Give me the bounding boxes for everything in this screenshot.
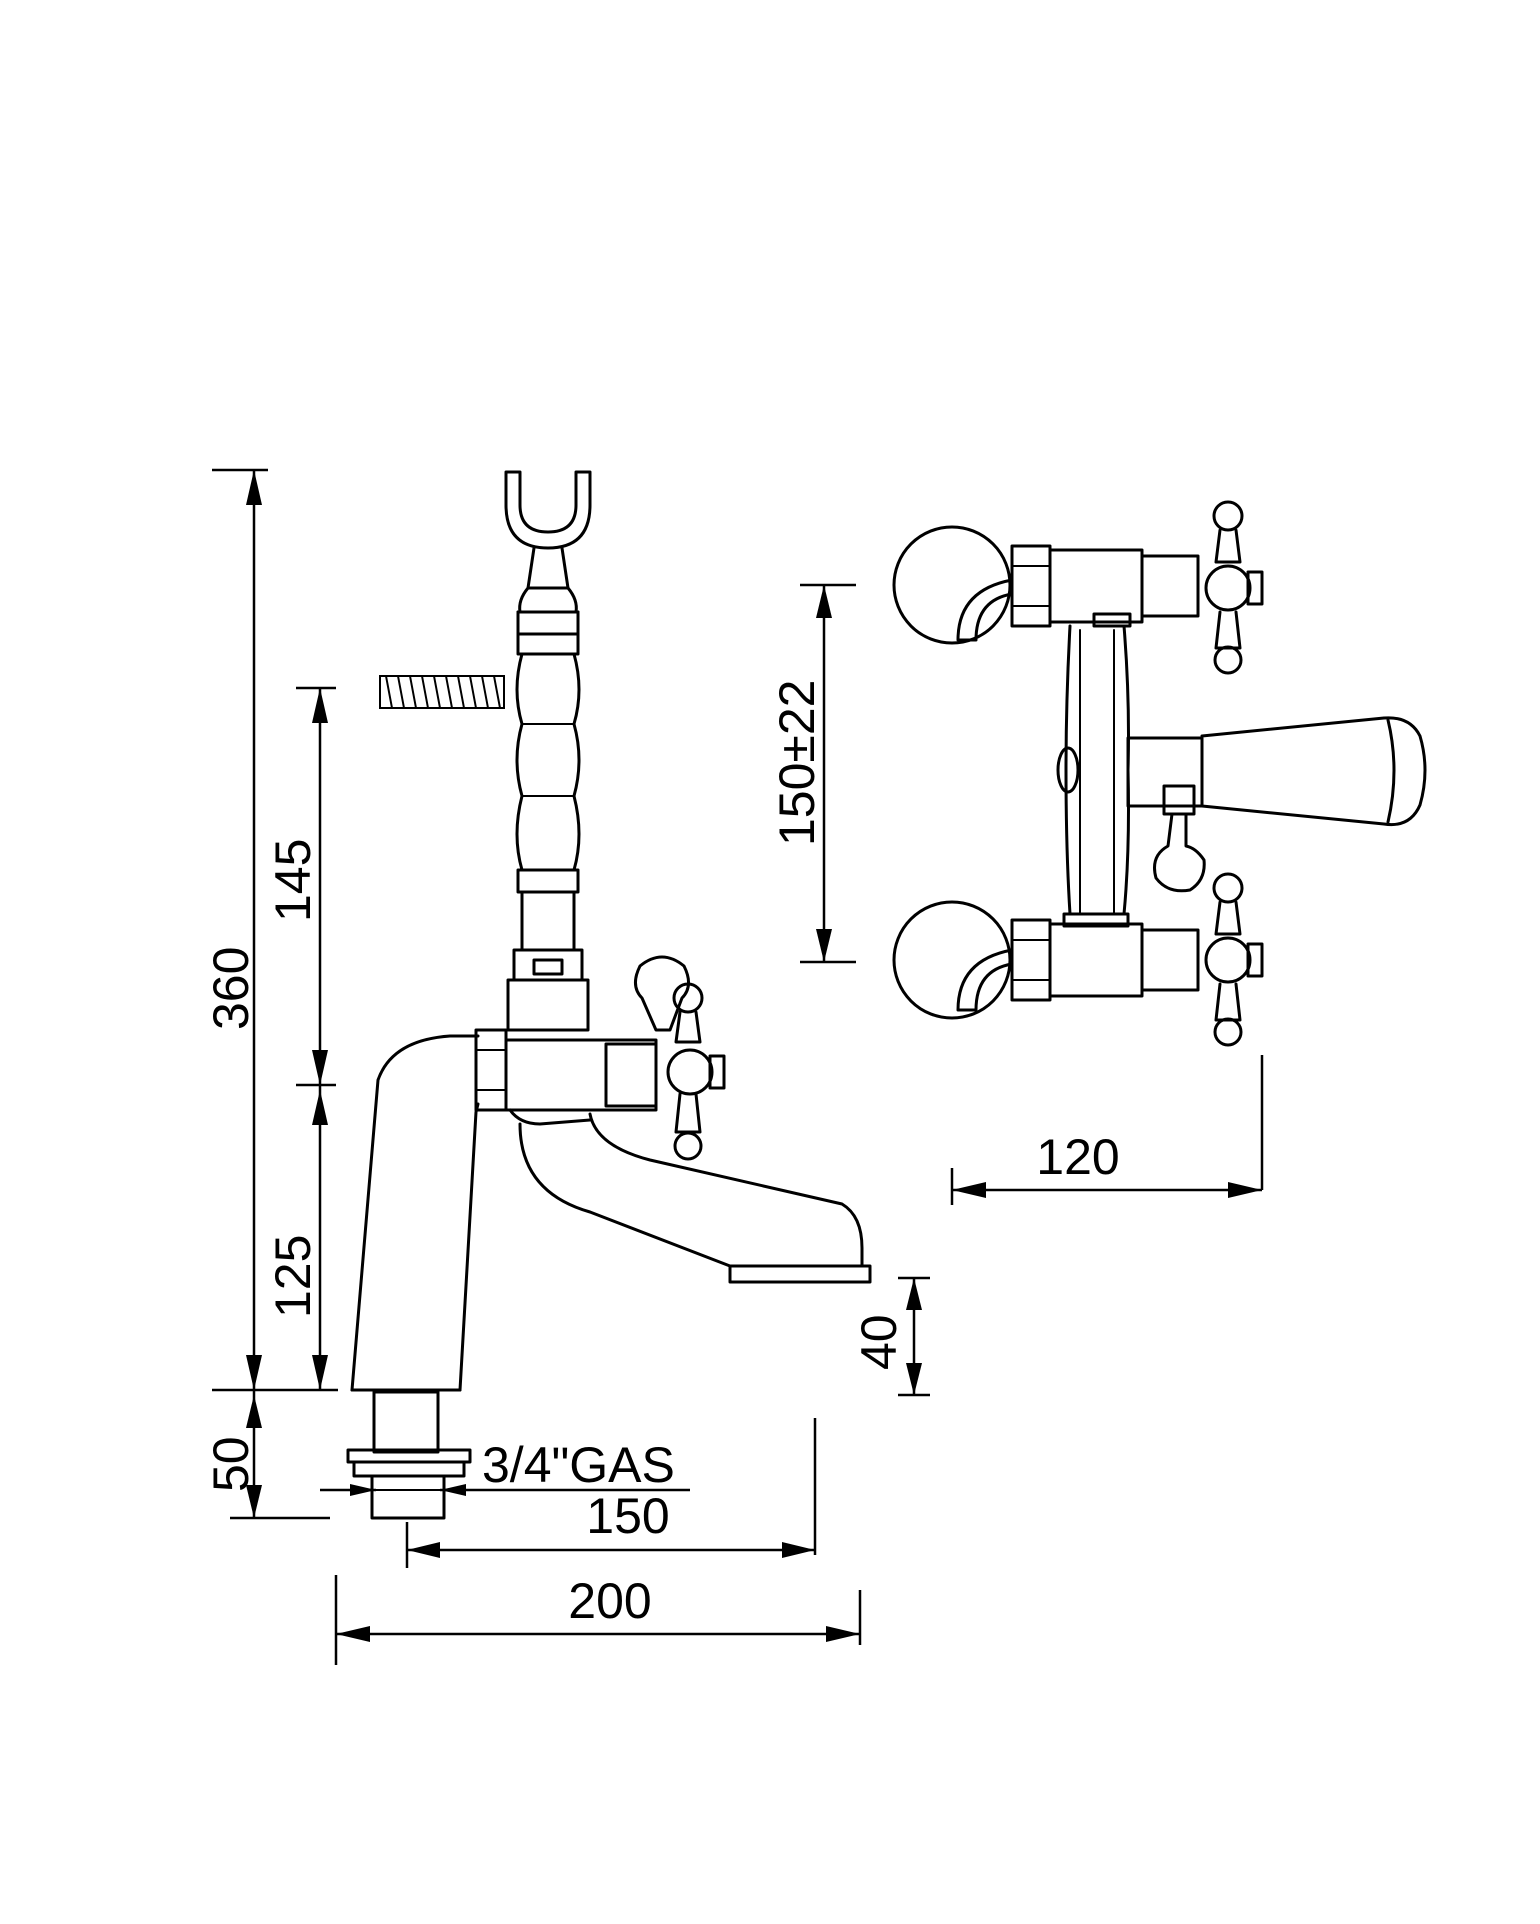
dim-label-145: 145	[265, 839, 321, 922]
dim-projection: 120	[950, 1055, 1264, 1205]
dim-label-50: 50	[203, 1436, 259, 1492]
diverter-knob[interactable]	[634, 955, 690, 1032]
dim-label-200: 200	[568, 1573, 651, 1629]
dim-total-height: 360	[203, 468, 338, 1392]
bottom-valve	[892, 900, 1200, 1020]
top-valve	[892, 525, 1200, 645]
connecting-body	[1056, 624, 1130, 916]
bottom-cross-handle[interactable]	[1204, 872, 1264, 1047]
shower-holder-fork	[504, 470, 592, 614]
bath-spout	[518, 1112, 872, 1284]
dim-label-125: 125	[265, 1235, 321, 1318]
dim-label-150-22: 150±22	[769, 680, 825, 846]
front-view: 150±22 120	[769, 500, 1427, 1205]
cross-handle[interactable]	[666, 982, 726, 1161]
front-spout	[1126, 716, 1427, 893]
thread-callout: 3/4"GAS	[320, 1437, 690, 1496]
dim-center-distance: 150±22	[769, 583, 856, 964]
hose-coil-icon	[379, 675, 505, 709]
side-view: 360 145 125 50	[203, 468, 930, 1665]
dim-lower-height: 125	[265, 1085, 328, 1390]
top-cross-handle[interactable]	[1204, 500, 1264, 675]
mixer-body	[350, 1028, 658, 1392]
shower-column	[506, 610, 590, 1032]
mounting-base	[346, 1390, 472, 1520]
dim-overall-width: 200	[334, 1573, 862, 1665]
dim-base-height: 50	[203, 1390, 330, 1520]
dim-upper-height: 145	[265, 686, 336, 1087]
dim-spout-drop: 40	[851, 1276, 930, 1397]
dim-label-360: 360	[203, 947, 259, 1030]
dim-spout-reach: 150	[405, 1418, 817, 1568]
dim-label-120: 120	[1036, 1129, 1119, 1185]
dim-label-150-reach: 150	[586, 1488, 669, 1544]
dim-label-40: 40	[851, 1314, 907, 1370]
thread-label: 3/4"GAS	[482, 1437, 675, 1493]
